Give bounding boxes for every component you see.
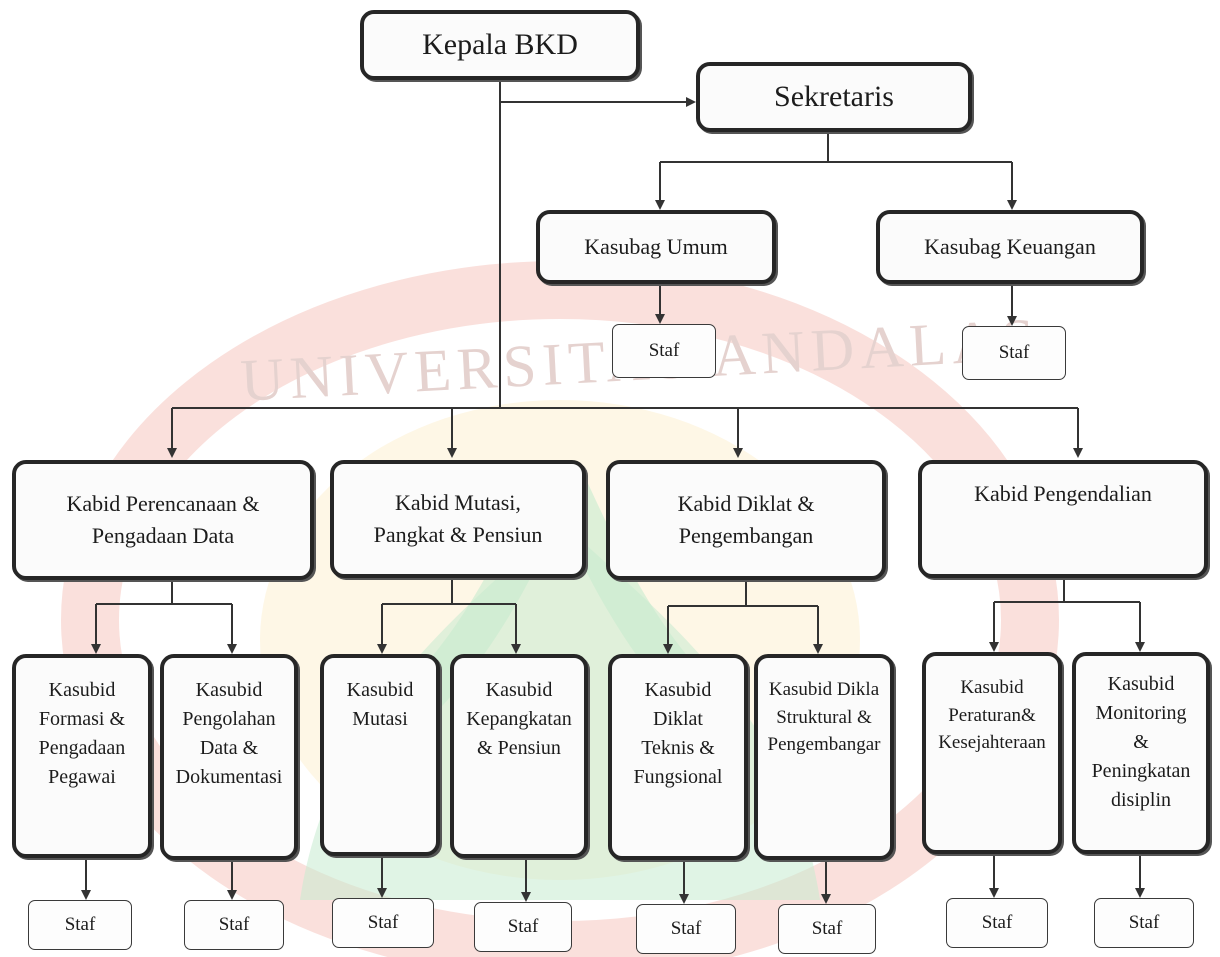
staf-box: Staf bbox=[962, 326, 1066, 380]
kasubid-monitoring-box: Kasubid Monitoring & Peningkatan disipli… bbox=[1072, 652, 1210, 854]
kasubid-formasi-box: Kasubid Formasi & Pengadaan Pegawai bbox=[12, 654, 152, 858]
kasubid-kepangkatan-box: Kasubid Kepangkatan & Pensiun bbox=[450, 654, 588, 858]
kasubid-diklat-struktural-box: Kasubid Dikla Struktural & Pengembangar bbox=[754, 654, 894, 860]
staf-box: Staf bbox=[612, 324, 716, 378]
staf-box: Staf bbox=[474, 902, 572, 952]
staf-box: Staf bbox=[184, 900, 284, 950]
kasubid-peraturan-box: Kasubid Peraturan& Kesejahteraan bbox=[922, 652, 1062, 854]
staf-box: Staf bbox=[1094, 898, 1194, 948]
kabid-diklat-box: Kabid Diklat & Pengembangan bbox=[606, 460, 886, 580]
kabid-pengendalian-box: Kabid Pengendalian bbox=[918, 460, 1208, 578]
sekretaris-box: Sekretaris bbox=[696, 62, 972, 132]
staf-box: Staf bbox=[778, 904, 876, 954]
kasubid-pengolahan-box: Kasubid Pengolahan Data & Dokumentasi bbox=[160, 654, 298, 860]
kasubid-diklat-teknis-box: Kasubid Diklat Teknis & Fungsional bbox=[608, 654, 748, 860]
kabid-mutasi-box: Kabid Mutasi, Pangkat & Pensiun bbox=[330, 460, 586, 578]
staf-box: Staf bbox=[28, 900, 132, 950]
staf-box: Staf bbox=[332, 898, 434, 948]
kasubag-umum-box: Kasubag Umum bbox=[536, 210, 776, 284]
staf-box: Staf bbox=[636, 904, 736, 954]
kepala-bkd-box: Kepala BKD bbox=[360, 10, 640, 80]
staf-box: Staf bbox=[946, 898, 1048, 948]
kabid-perencanaan-box: Kabid Perencanaan & Pengadaan Data bbox=[12, 460, 314, 580]
kasubid-mutasi-box: Kasubid Mutasi bbox=[320, 654, 440, 856]
kasubag-keuangan-box: Kasubag Keuangan bbox=[876, 210, 1144, 284]
